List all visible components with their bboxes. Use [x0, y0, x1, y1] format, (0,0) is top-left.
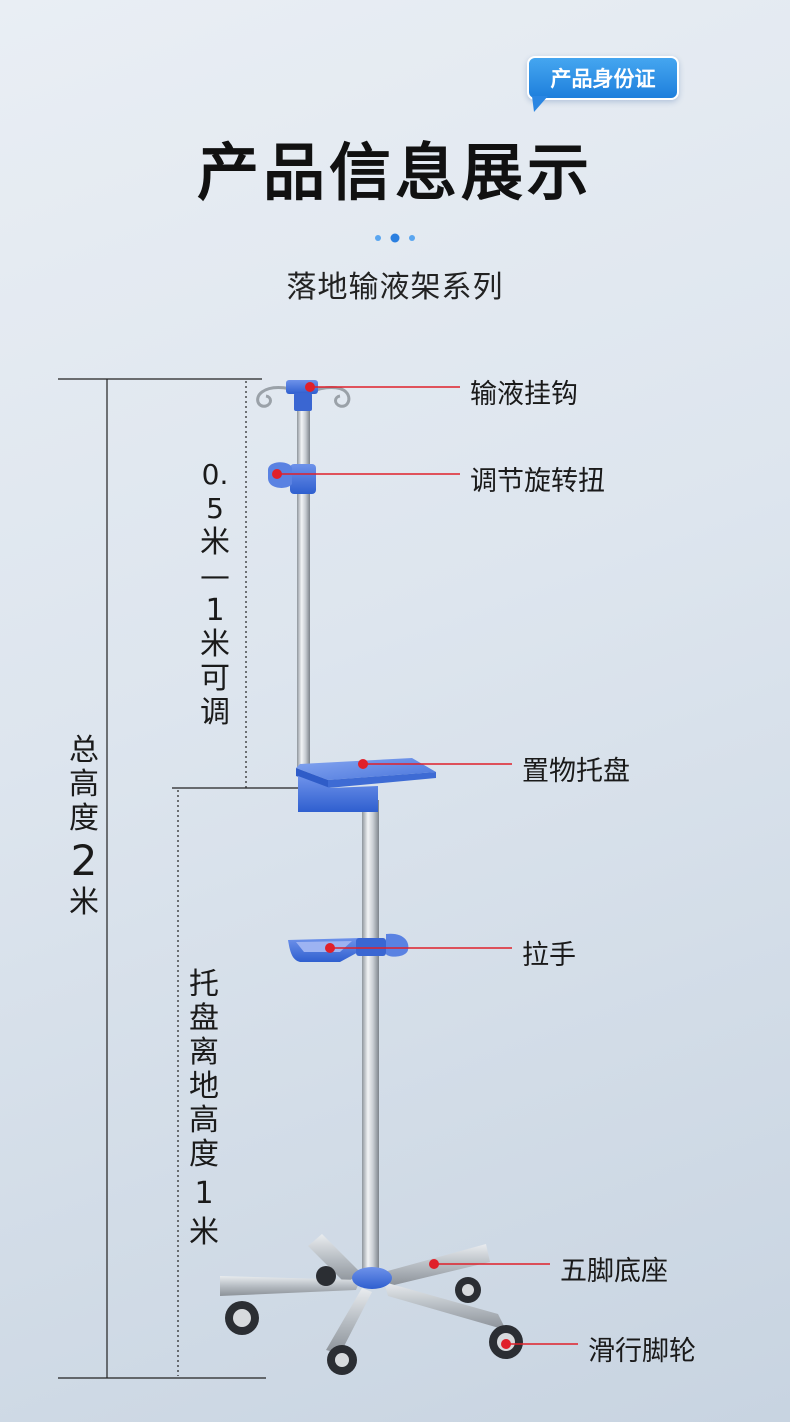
total-height-label: 总 高 度 2 米	[62, 734, 106, 920]
adjustable-char: —	[200, 559, 230, 594]
callout-hook: 输液挂钩	[470, 379, 578, 410]
adjustable-char: 0.5	[201, 458, 229, 525]
adjustable-char: 可	[200, 661, 230, 696]
adjustable-height-label: 0.5 米 — 1 米 可 调	[193, 458, 237, 730]
badge-tail-icon	[532, 96, 548, 112]
callout-tray: 置物托盘	[522, 756, 630, 787]
total-height-char: 米	[69, 885, 99, 920]
iv-hook	[256, 380, 351, 411]
callout-handle: 拉手	[522, 940, 576, 971]
badge-text: 产品身份证	[550, 67, 656, 91]
callout-casters: 滑行脚轮	[588, 1336, 696, 1367]
tray-height-label: 托 盘 离 地 高 度 1 米	[182, 968, 226, 1250]
total-height-char: 度	[69, 801, 99, 836]
decorative-dots-icon	[375, 233, 415, 243]
callout-markers	[272, 382, 578, 1349]
upper-pole	[297, 390, 310, 770]
tray-height-char: 盘	[189, 1001, 219, 1036]
tray-height-char: 地	[189, 1069, 219, 1104]
adjustable-char: 米	[200, 627, 230, 662]
total-height-number: 2	[70, 836, 98, 885]
page-subtitle: 落地输液架系列	[286, 270, 504, 305]
adjustable-char: 米	[200, 525, 230, 560]
tray-height-char: 托	[189, 967, 219, 1002]
push-handle	[288, 933, 409, 962]
callout-knob: 调节旋转扭	[470, 466, 605, 497]
product-id-badge: 产品身份证	[527, 56, 679, 100]
tray-height-char: 离	[189, 1035, 219, 1070]
tray-height-char: 米	[189, 1215, 219, 1250]
tray-height-char: 度	[189, 1137, 219, 1172]
adjustable-char: 调	[200, 695, 230, 730]
tray-height-char: 高	[189, 1103, 219, 1138]
page-title: 产品信息展示	[196, 136, 593, 209]
storage-tray	[296, 758, 436, 812]
callout-base: 五脚底座	[560, 1256, 668, 1287]
adjustable-char: 1	[205, 593, 225, 628]
lower-pole	[362, 800, 379, 1280]
total-height-char: 总	[69, 733, 99, 768]
tray-height-number: 1	[194, 1176, 214, 1211]
total-height-char: 高	[69, 767, 99, 802]
